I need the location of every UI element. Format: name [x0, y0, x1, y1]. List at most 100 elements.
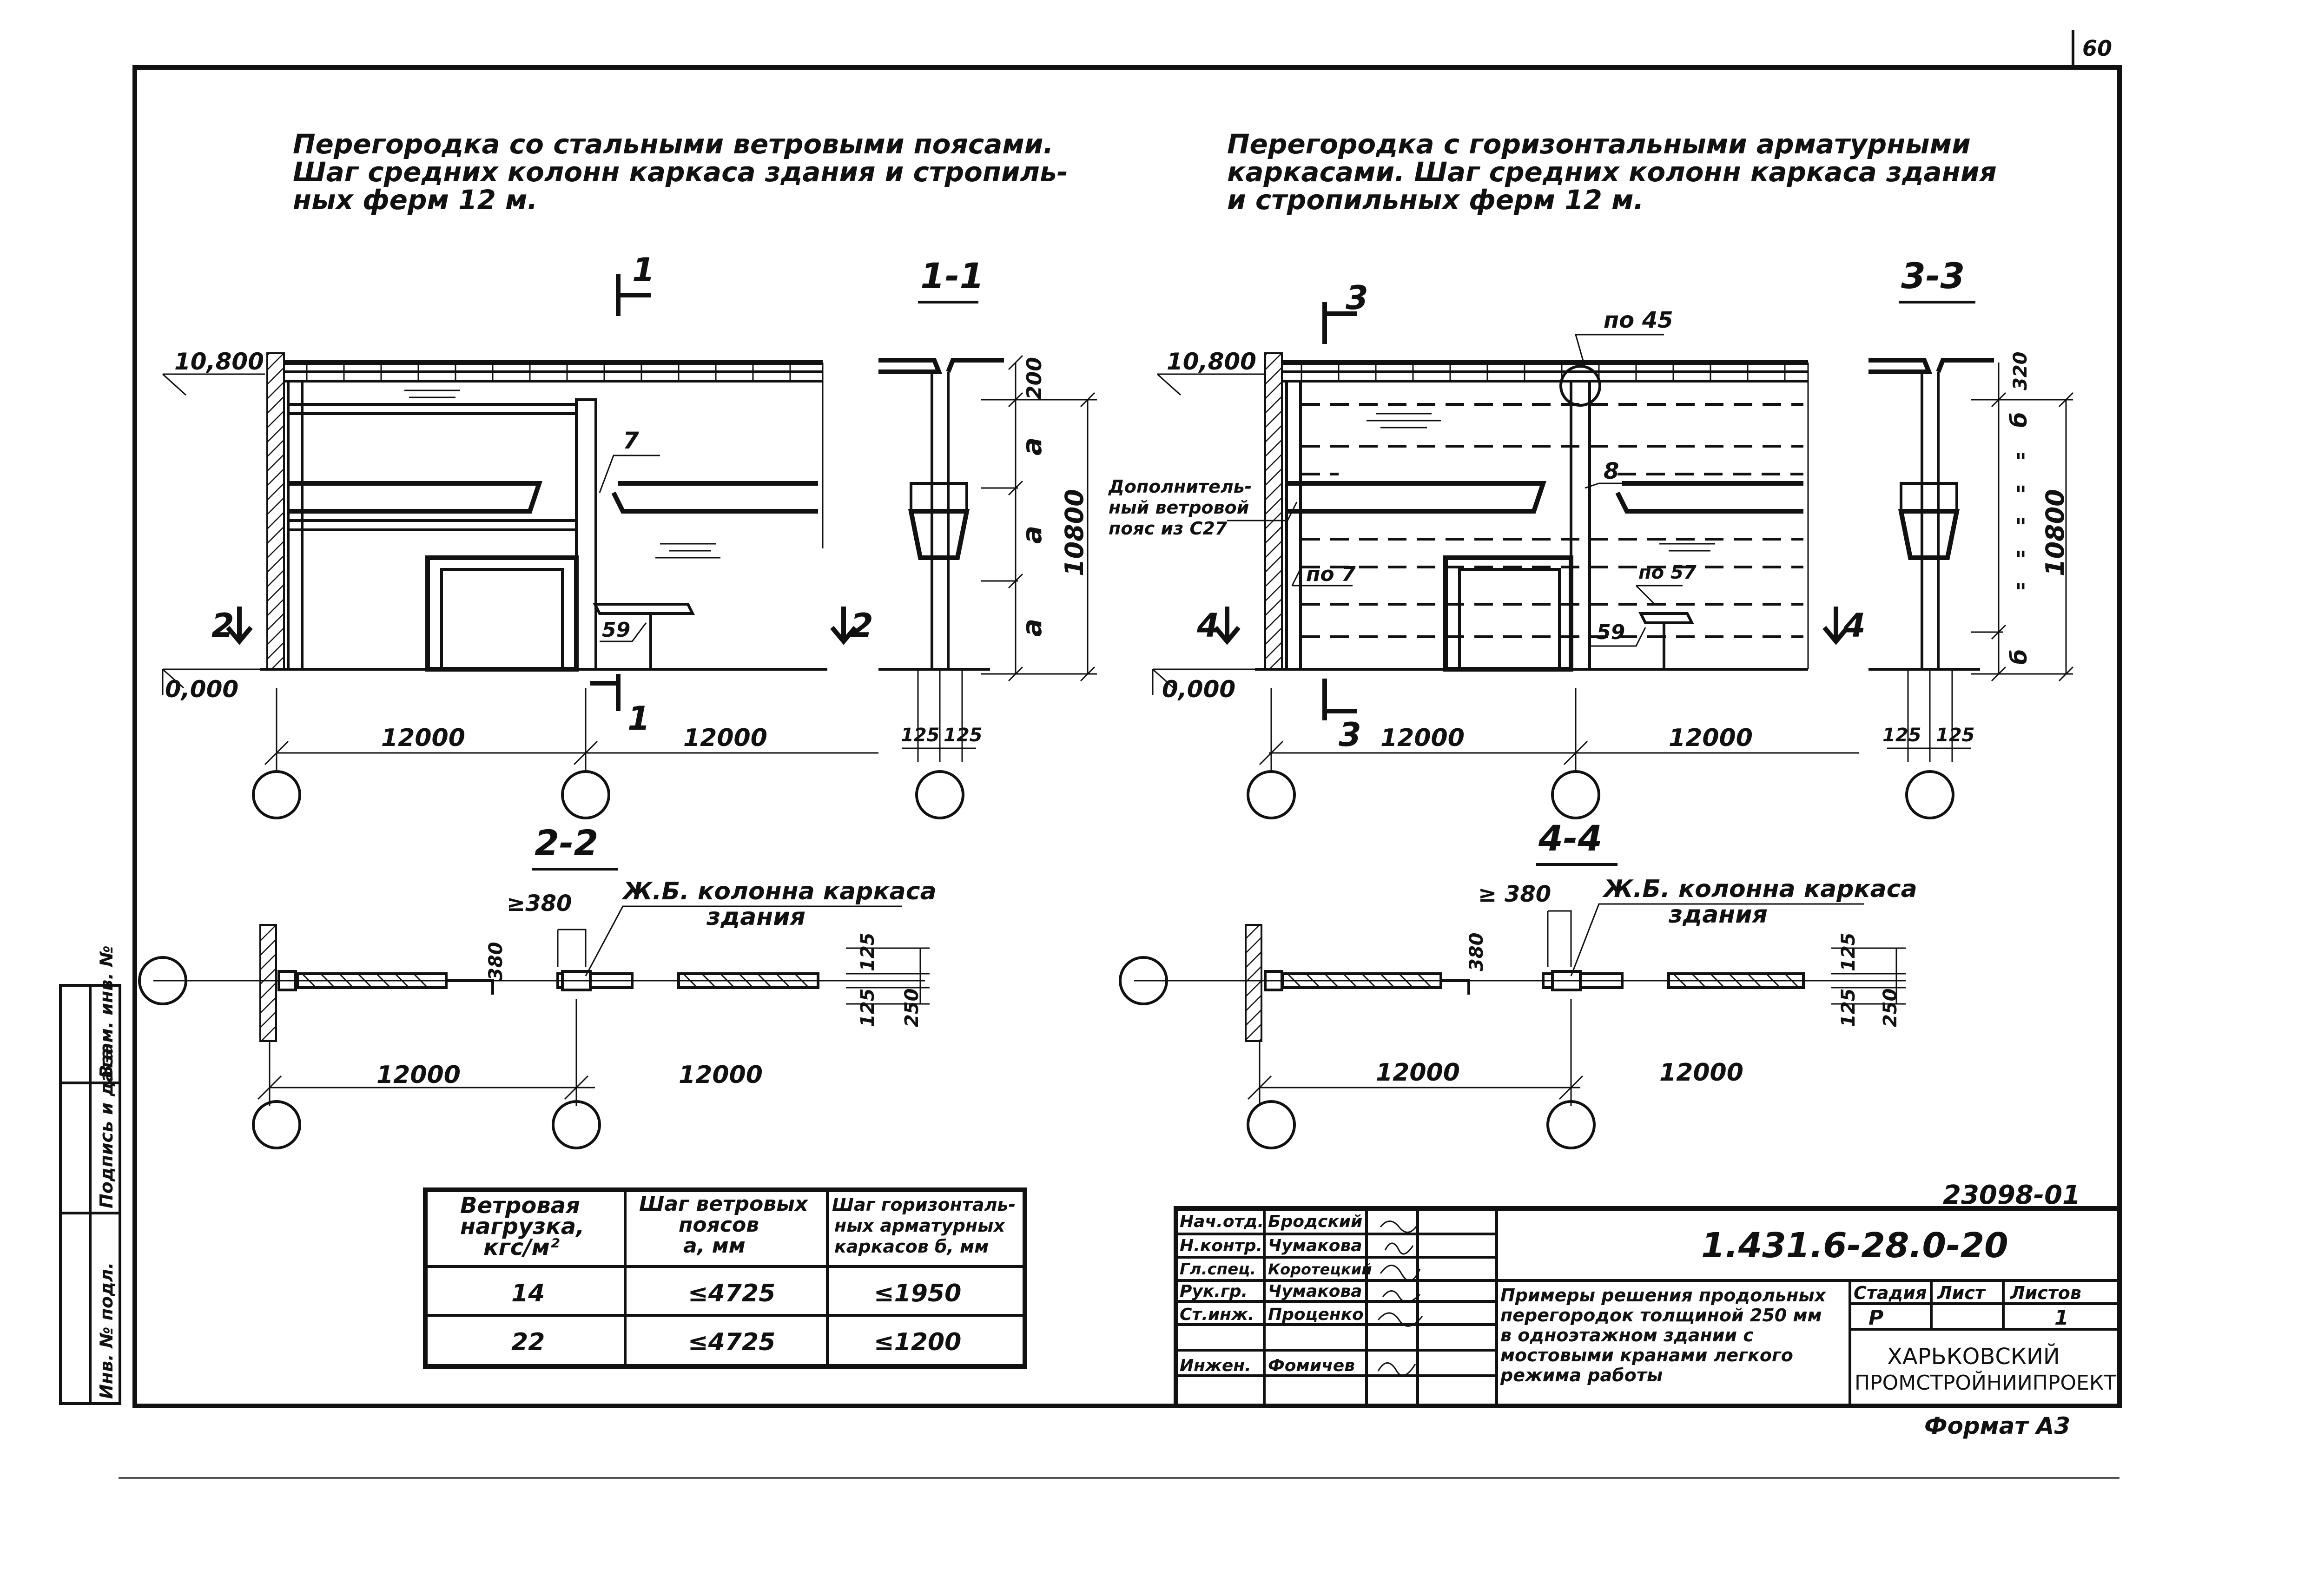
- right-span-2: 12000: [1669, 724, 1753, 752]
- right-title: Перегородка с горизонтальными арматурным…: [1227, 128, 1997, 216]
- stamp-designation: 1.431.6-28.0-20: [1701, 1226, 2008, 1266]
- cut-2-right: 2: [851, 607, 873, 645]
- plan44-span-1: 12000: [1376, 1059, 1460, 1087]
- right-leader-po57: по 57: [1638, 562, 1697, 583]
- table-r1-c2: ≤4725: [688, 1280, 775, 1307]
- stamp-role-2: Н.контр.: [1180, 1236, 1262, 1255]
- plan-2-2-title: 2-2: [535, 822, 598, 864]
- table-h3-l3: каркасов б, мм: [834, 1236, 989, 1257]
- plan44-span-2: 12000: [1659, 1059, 1743, 1087]
- plan44-125a: 125: [1838, 933, 1859, 972]
- left-mark-bottom: 0,000: [165, 676, 238, 703]
- s33-dim-b2: б: [2006, 649, 2032, 665]
- left-title-line-3: ных ферм 12 м.: [293, 184, 537, 216]
- stamp-desc-5: режима работы: [1500, 1365, 1663, 1385]
- left-span-1: 12000: [381, 724, 465, 752]
- left-mark-top: 10,800: [174, 348, 264, 375]
- s33-dim-q2: ": [2015, 482, 2027, 508]
- sheet-frame: [119, 30, 2122, 1479]
- wind-load-table: Ветровая нагрузка, кгс/м² Шаг ветровых п…: [423, 1187, 1027, 1369]
- plan22-min: ≥380: [507, 891, 572, 917]
- stamp-stage: Р: [1868, 1306, 1883, 1330]
- title-block: 23098-01 Нач.отд. Бродский Н.контр. Чума…: [1174, 1180, 2122, 1408]
- table-h2-l1: Шаг ветровых: [639, 1192, 809, 1216]
- signatures: [1377, 1220, 1423, 1376]
- s11-dim-a3: a: [1016, 619, 1048, 637]
- right-note-2: ный ветровой: [1109, 497, 1249, 518]
- right-leader-po45: по 45: [1604, 307, 1673, 333]
- plan44-label-2: здания: [1668, 901, 1768, 929]
- s11-dim-125b: 125: [944, 725, 983, 746]
- table-r1-c1: 14: [511, 1280, 545, 1307]
- stamp-sheet-label: Лист: [1937, 1283, 1986, 1303]
- plan44-min: ≥ 380: [1478, 881, 1551, 907]
- stamp-name-1: Бродский: [1268, 1212, 1362, 1231]
- stamp-name-3: Коротецкий: [1268, 1260, 1372, 1278]
- s33-dim-q5: ": [2015, 579, 2027, 605]
- table-h1-l1: Ветровая: [460, 1193, 580, 1219]
- side-stamp-replace: Взам. инв. №: [96, 945, 117, 1078]
- stamp-stage-label: Стадия: [1854, 1283, 1927, 1303]
- s33-dim-b1: б: [2006, 412, 2032, 428]
- stamp-name-4: Чумакова: [1268, 1282, 1362, 1301]
- stamp-role-4: Рук.гр.: [1180, 1282, 1248, 1301]
- stamp-sheets: 1: [2054, 1306, 2069, 1330]
- s11-dim-a2: a: [1016, 526, 1048, 544]
- stamp-role-6: Инжен.: [1180, 1356, 1251, 1375]
- right-mark-bottom: 0,000: [1162, 676, 1235, 703]
- table-r1-c3: ≤1950: [874, 1280, 961, 1307]
- right-elevation: 10,800 0,000 3 3 4 4 по 45 8 по 7 по 57 …: [1108, 279, 1866, 819]
- right-leader-po7: по 7: [1306, 562, 1356, 586]
- plan44-380: 380: [1466, 933, 1487, 972]
- s33-dim-125b: 125: [1936, 725, 1975, 746]
- stamp-name-2: Чумакова: [1268, 1236, 1362, 1255]
- table-h3-l2: ных арматурных: [834, 1215, 1006, 1236]
- table-h2-l2: поясов: [679, 1213, 759, 1237]
- side-stamp-inv: Инв. № подл.: [96, 1262, 117, 1399]
- plan44-250: 250: [1880, 989, 1901, 1028]
- plan22-label-2: здания: [706, 903, 805, 931]
- side-stamp: Инв. № подл. Подпись и дата Взам. инв. №: [59, 945, 121, 1405]
- s11-total: 10800: [1060, 489, 1089, 576]
- doc-code: 23098-01: [1943, 1180, 2080, 1210]
- plan44-125b: 125: [1838, 989, 1859, 1028]
- stamp-role-3: Гл.спец.: [1180, 1260, 1256, 1279]
- plan-4-4: 4-4 ≥ 380 380 Ж.Б. колонна каркаса здани…: [1119, 818, 1917, 1149]
- right-leader-8: 8: [1604, 458, 1619, 484]
- plan44-label-1: Ж.Б. колонна каркаса: [1602, 875, 1917, 903]
- stamp-role-1: Нач.отд.: [1180, 1212, 1264, 1231]
- format-label: Формат А3: [1924, 1412, 2070, 1439]
- table-h1-l2: нагрузка,: [460, 1214, 584, 1240]
- left-title-line-2: Шаг средних колонн каркаса здания и стро…: [293, 156, 1068, 188]
- cut-1-bottom: 1: [627, 699, 650, 738]
- table-h2-l3: а, мм: [683, 1234, 746, 1258]
- stamp-desc-3: в одноэтажном здании с: [1500, 1325, 1754, 1346]
- s33-dim-q1: ": [2015, 449, 2027, 475]
- s33-total: 10800: [2040, 489, 2070, 576]
- stamp-org-2: ПРОМСТРОЙНИИПРОЕКТ: [1855, 1370, 2116, 1395]
- s11-dim-200: 200: [1023, 357, 1046, 400]
- side-stamp-sign: Подпись и дата: [96, 1048, 117, 1208]
- right-note-3: пояс из С27: [1109, 518, 1228, 539]
- plan22-250: 250: [901, 989, 923, 1028]
- plan22-380: 380: [485, 942, 507, 981]
- stamp-role-5: Ст.инж.: [1180, 1305, 1254, 1324]
- stamp-desc-1: Примеры решения продольных: [1500, 1285, 1827, 1306]
- plan22-125a: 125: [857, 933, 878, 972]
- left-title: Перегородка со стальными ветровыми пояса…: [293, 128, 1068, 216]
- stamp-desc-4: мостовыми кранами легкого: [1500, 1345, 1793, 1366]
- stamp-name-5: Проценко: [1268, 1305, 1364, 1324]
- cut-4-left: 4: [1196, 607, 1220, 645]
- plan22-125b: 125: [857, 989, 878, 1028]
- table-r2-c3: ≤1200: [874, 1328, 961, 1356]
- cut-2-left: 2: [211, 607, 234, 645]
- plan-2-2: 2-2 ≥380 380 Ж.Б. колонна каркаса здания…: [138, 822, 937, 1149]
- s33-dim-q4: ": [2015, 547, 2027, 573]
- left-leader-7: 7: [623, 427, 639, 454]
- right-leader-59: 59: [1597, 620, 1625, 644]
- s33-dim-q3: ": [2015, 514, 2027, 540]
- cut-4-right: 4: [1842, 607, 1866, 645]
- stamp-desc-2: перегородок толщиной 250 мм: [1500, 1305, 1822, 1326]
- cut-1-top: 1: [632, 251, 655, 289]
- stamp-name-6: Фомичев: [1268, 1356, 1355, 1375]
